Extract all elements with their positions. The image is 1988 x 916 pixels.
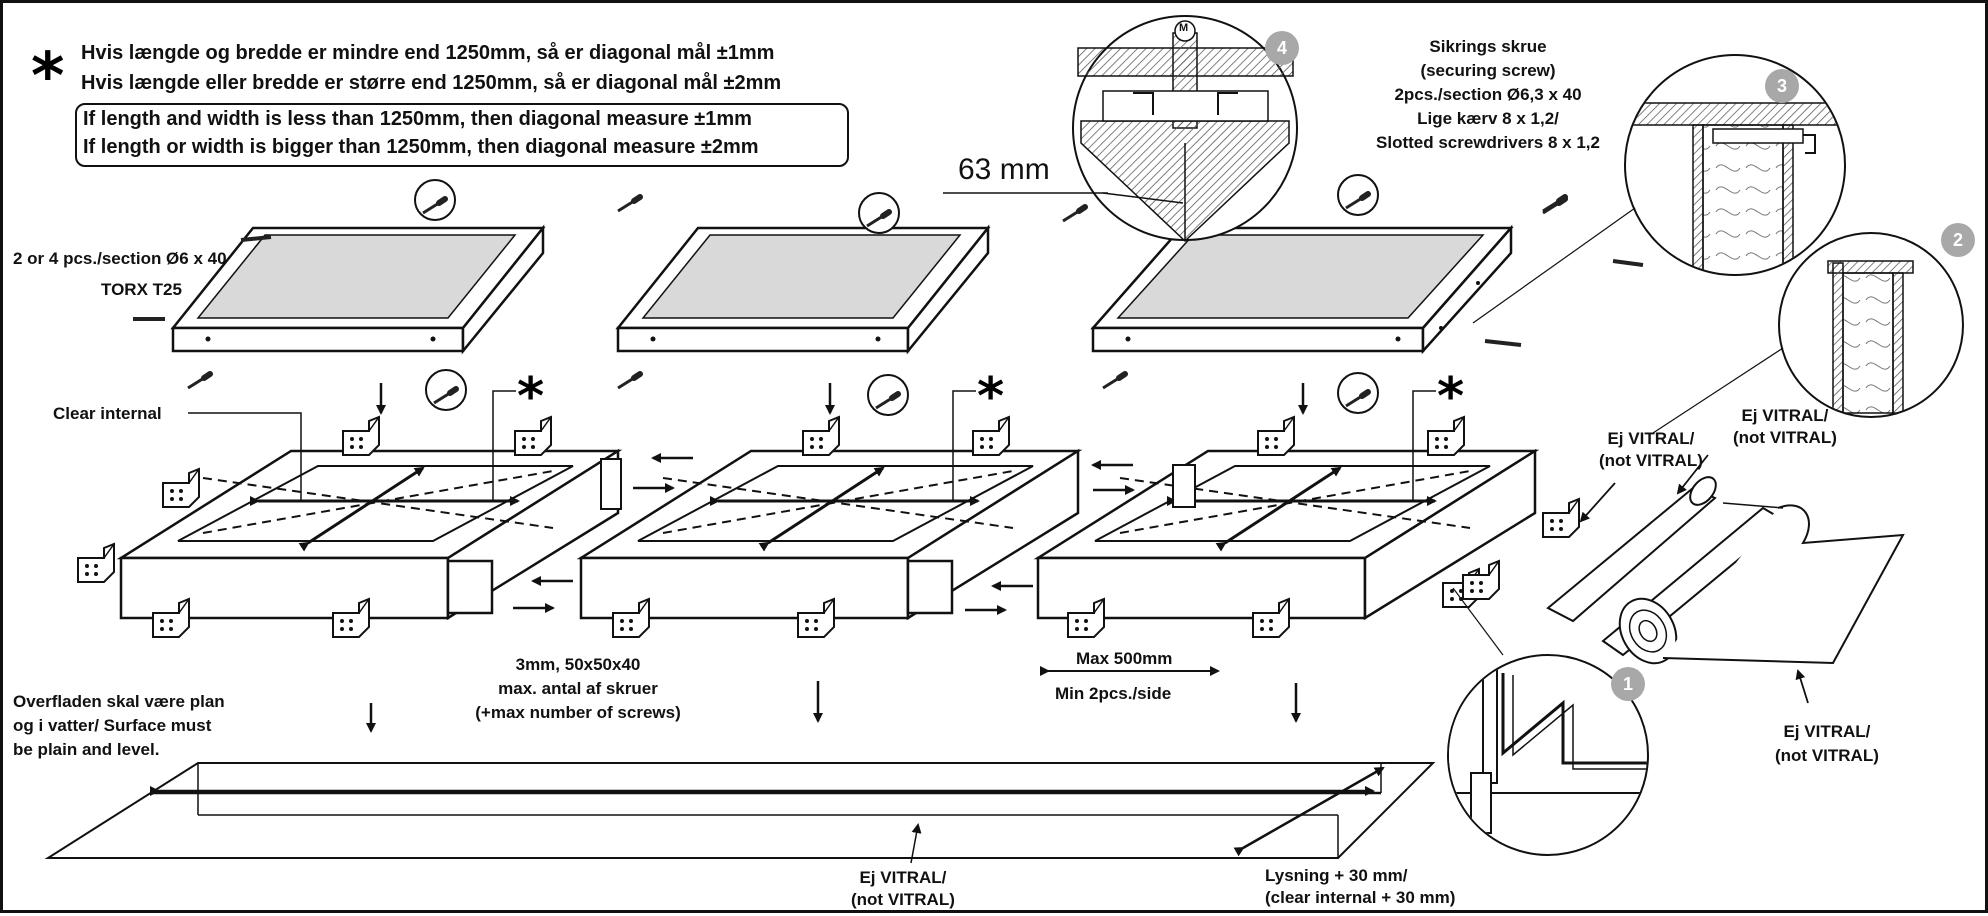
securing-screw-line5: Slotted screwdrivers 8 x 1,2 bbox=[1376, 133, 1600, 152]
surface-line2: og i vatter/ Surface must bbox=[13, 716, 212, 735]
frame-section-3 bbox=[1033, 448, 1540, 621]
spacing-min: Min 2pcs./side bbox=[1055, 684, 1172, 703]
not-vitral-2-line2: (not VITRAL) bbox=[1733, 428, 1837, 447]
securing-screw-label: Sikrings skrue (securing screw) 2pcs./se… bbox=[1343, 35, 1633, 155]
note-english-line1: If length and width is less than 1250mm,… bbox=[83, 108, 752, 130]
not-vitral-1: Ej VITRAL/ (not VITRAL) bbox=[1599, 428, 1703, 472]
cover-panel-2 bbox=[615, 224, 991, 355]
note-bracket bbox=[75, 103, 849, 167]
opening-line2: (clear internal + 30 mm) bbox=[1265, 888, 1456, 907]
securing-screw-line2: (securing screw) bbox=[1420, 61, 1556, 80]
not-vitral-1-line2: (not VITRAL) bbox=[1599, 451, 1703, 470]
base-opening bbox=[44, 762, 1436, 864]
detail-badge-1: 1 bbox=[1611, 667, 1645, 701]
screws-left-line2: TORX T25 bbox=[101, 280, 182, 299]
dimension-63mm: 63 mm bbox=[958, 153, 1050, 186]
detail-badge-4: 4 bbox=[1265, 31, 1299, 65]
opening-note: Lysning + 30 mm/ (clear internal + 30 mm… bbox=[1265, 865, 1455, 909]
down-arrows-lower bbox=[366, 681, 1301, 733]
note-danish-line1: Hvis længde og bredde er mindre end 1250… bbox=[81, 42, 775, 64]
surface-line3: be plain and level. bbox=[13, 740, 160, 759]
surface-line1: Overfladen skal være plan bbox=[13, 692, 225, 711]
membrane-rolls bbox=[1546, 454, 1905, 704]
securing-screw-line1: Sikrings skrue bbox=[1429, 37, 1547, 56]
assembly-drawing bbox=[44, 15, 1964, 864]
cover-panel-1 bbox=[170, 224, 546, 355]
not-vitral-3-line1: Ej VITRAL/ bbox=[1783, 722, 1871, 741]
spacing-max: Max 500mm bbox=[1076, 649, 1173, 668]
note-danish-line2: Hvis længde eller bredde er større end 1… bbox=[81, 72, 782, 94]
screws-left-line1: 2 or 4 pcs./section Ø6 x 40 bbox=[13, 249, 227, 268]
not-vitral-4: Ej VITRAL/ (not VITRAL) bbox=[851, 867, 955, 911]
asterisk-marker-1: * bbox=[517, 367, 545, 427]
frame-section-2 bbox=[576, 448, 1083, 621]
asterisk-marker-2: * bbox=[977, 367, 1005, 427]
not-vitral-3: Ej VITRAL/ (not VITRAL) bbox=[1775, 720, 1879, 768]
not-vitral-3-line2: (not VITRAL) bbox=[1775, 746, 1879, 765]
not-vitral-4-line1: Ej VITRAL/ bbox=[859, 868, 947, 887]
surface-note: Overfladen skal være plan og i vatter/ S… bbox=[13, 690, 225, 762]
securing-screw-line3: 2pcs./section Ø6,3 x 40 bbox=[1394, 85, 1582, 104]
assembly-arrows bbox=[513, 453, 1135, 615]
leader-lines bbox=[188, 390, 1436, 501]
opening-line1: Lysning + 30 mm/ bbox=[1265, 866, 1408, 885]
down-arrows-upper bbox=[376, 383, 1308, 415]
clear-internal-label: Clear internal bbox=[53, 404, 162, 423]
detail-badge-3: 3 bbox=[1765, 69, 1799, 103]
note-english-line2: If length or width is bigger than 1250mm… bbox=[83, 136, 759, 158]
securing-screw-circles bbox=[414, 174, 1379, 416]
bracket-spec-line3: (+max number of screws) bbox=[475, 703, 681, 722]
not-vitral-1-line1: Ej VITRAL/ bbox=[1607, 429, 1695, 448]
motor-label: M bbox=[1179, 22, 1189, 34]
detail-badge-2: 2 bbox=[1941, 223, 1975, 257]
not-vitral-2-line1: Ej VITRAL/ bbox=[1741, 406, 1829, 425]
not-vitral-2: Ej VITRAL/ (not VITRAL) bbox=[1733, 405, 1837, 449]
detail-2 bbox=[1652, 232, 1964, 434]
bracket-spec: 3mm, 50x50x40 max. antal af skruer (+max… bbox=[458, 653, 698, 725]
bracket-spec-line1: 3mm, 50x50x40 bbox=[515, 655, 641, 674]
asterisk-marker-3: * bbox=[1437, 367, 1465, 427]
note-asterisk: * bbox=[31, 40, 65, 114]
not-vitral-4-line2: (not VITRAL) bbox=[851, 890, 955, 909]
cover-panel-3 bbox=[1090, 224, 1514, 355]
detail-3 bbox=[1472, 54, 1846, 324]
bracket-spec-line2: max. antal af skruer bbox=[498, 679, 658, 698]
securing-screw-line4: Lige kærv 8 x 1,2/ bbox=[1417, 109, 1559, 128]
screw-icons bbox=[133, 197, 1644, 388]
detail-4 bbox=[943, 15, 1298, 243]
